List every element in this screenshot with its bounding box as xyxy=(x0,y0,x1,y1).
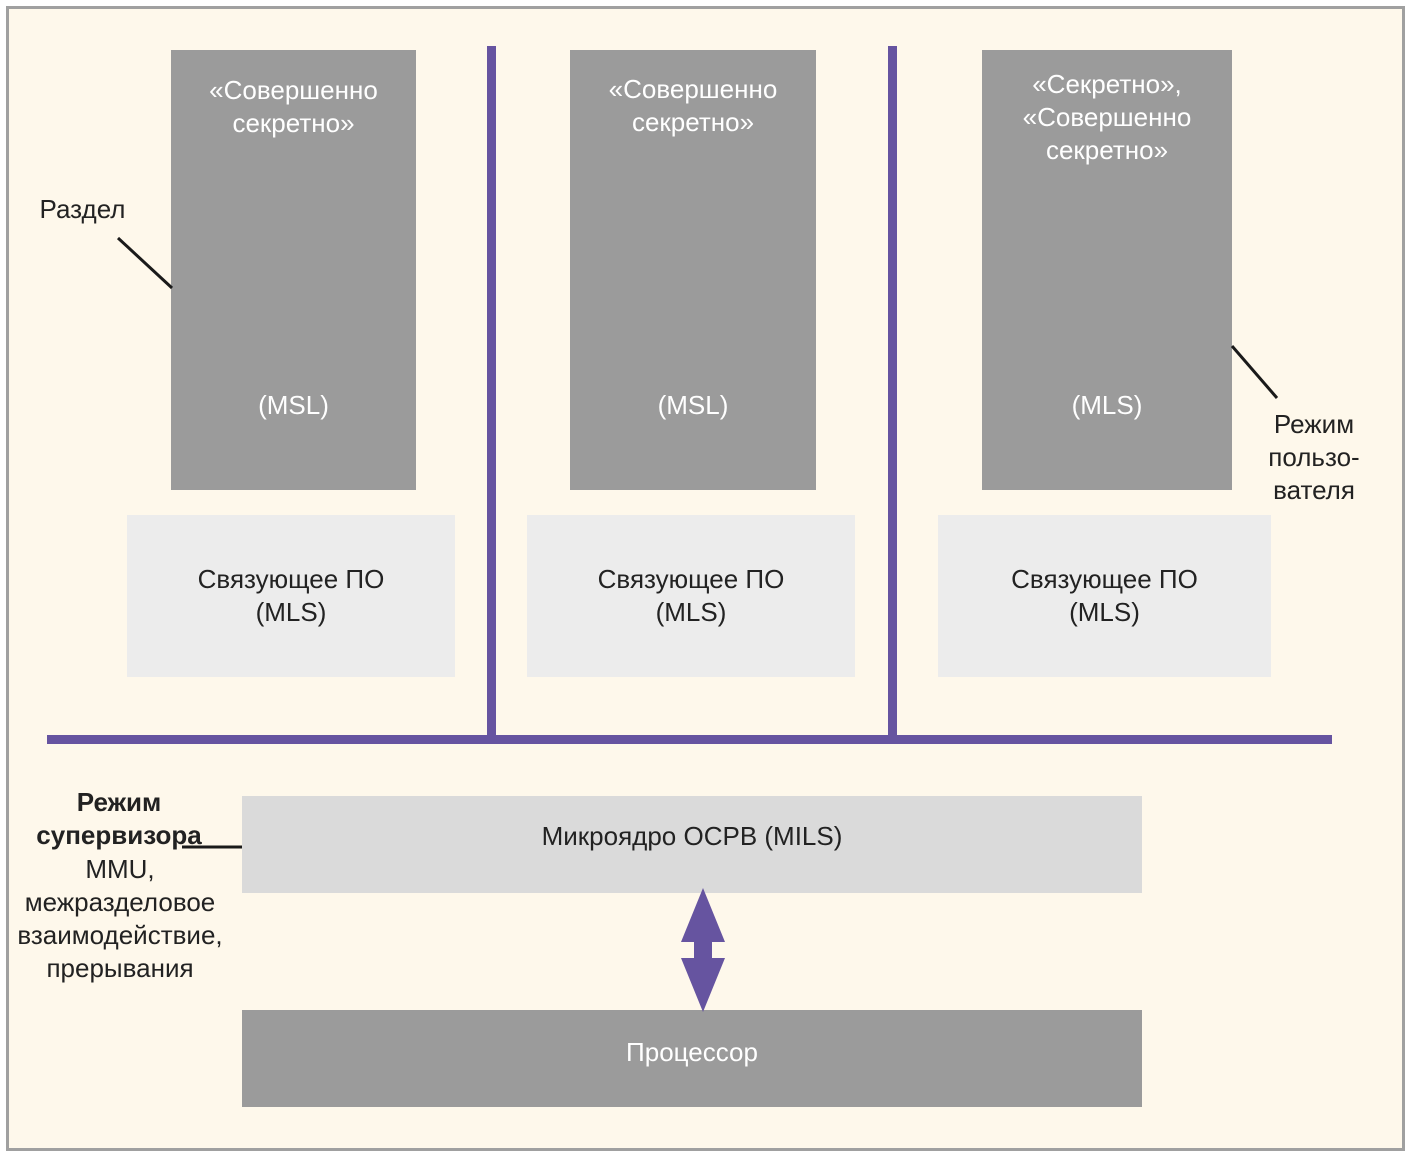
supervisor-mode-description: MMU, межразделовое взаимодействие, преры… xyxy=(17,854,223,983)
partition-1-box: «Совершенно секретно» (MSL) xyxy=(171,50,416,490)
processor-label: Процессор xyxy=(626,1037,758,1067)
middleware-2-label: Связующее ПО (MLS) xyxy=(597,564,785,627)
partition-callout: Раздел xyxy=(39,194,126,224)
middleware-2-box: Связующее ПО (MLS) xyxy=(527,515,855,677)
middleware-3-label: Связующее ПО (MLS) xyxy=(1011,564,1198,627)
separator-line-2 xyxy=(888,46,897,740)
kernel-label: Микроядро ОСРВ (MILS) xyxy=(541,821,843,851)
double-arrow-icon xyxy=(681,888,725,1012)
partition-3-level: (MLS) xyxy=(1071,390,1143,420)
middleware-3-box: Связующее ПО (MLS) xyxy=(938,515,1271,677)
partition-3-box: «Секретно», «Совершенно секретно» (MLS) xyxy=(982,50,1232,490)
partition-3-label: «Секретно», «Совершенно секретно» xyxy=(1022,69,1192,165)
middleware-1-label: Связующее ПО (MLS) xyxy=(197,564,385,627)
mode-boundary-line xyxy=(47,735,1332,744)
user-mode-leader-line xyxy=(1230,345,1279,399)
partition-2-box: «Совершенно секретно» (MSL) xyxy=(570,50,816,490)
user-mode-callout: Режим пользо- вателя xyxy=(1268,409,1360,505)
partition-leader-line xyxy=(116,236,174,290)
partition-2-level: (MSL) xyxy=(657,390,729,420)
separator-line-1 xyxy=(487,46,496,740)
kernel-box: Микроядро ОСРВ (MILS) xyxy=(242,796,1142,893)
partition-2-label: «Совершенно секретно» xyxy=(608,74,778,137)
partition-1-label: «Совершенно секретно» xyxy=(209,75,378,138)
supervisor-mode-title: Режим супервизора xyxy=(36,787,202,850)
middleware-1-box: Связующее ПО (MLS) xyxy=(127,515,455,677)
partition-1-level: (MSL) xyxy=(258,390,329,420)
processor-box: Процессор xyxy=(242,1010,1142,1107)
